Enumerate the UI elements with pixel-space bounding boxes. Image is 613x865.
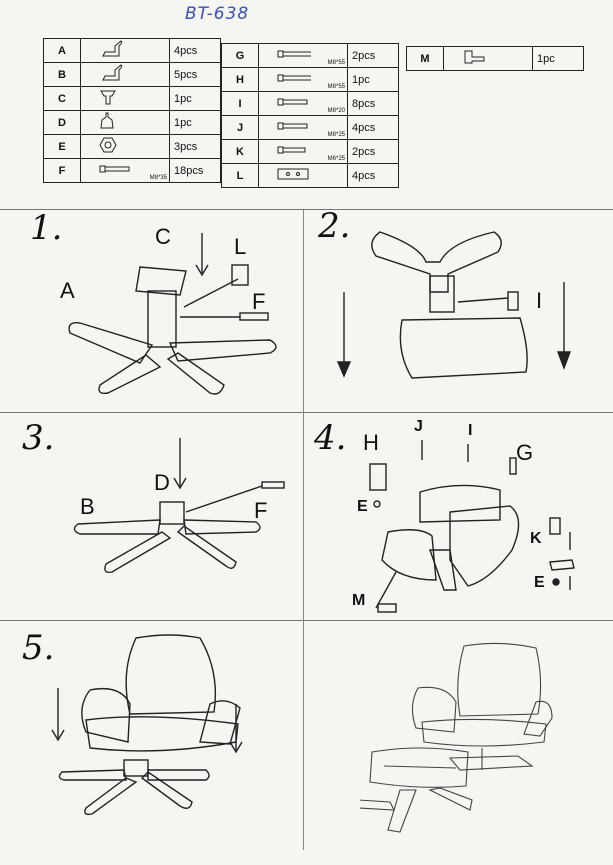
- part-spec: M8*55: [327, 84, 345, 90]
- divider-vertical: [303, 210, 304, 850]
- part-letter: B: [43, 62, 81, 87]
- part-d-icon: [80, 110, 170, 135]
- part-c-icon: [80, 86, 170, 111]
- step-1-label-a: A: [60, 278, 75, 303]
- step-3-illustration: [73, 438, 285, 574]
- step-2-number: 2.: [318, 206, 351, 246]
- part-quantity: 1pc: [347, 67, 399, 92]
- step-3-number: 3.: [22, 418, 55, 458]
- part-row: B 5pcs: [43, 62, 221, 87]
- step-4-label-m: M: [352, 592, 366, 609]
- part-letter: I: [221, 91, 259, 116]
- part-spec: M8*20: [327, 108, 345, 114]
- step-2-illustration: [336, 231, 572, 379]
- step-1-label-l: L: [234, 234, 247, 259]
- step-3-label-b: B: [80, 494, 95, 519]
- part-letter: F: [43, 158, 81, 183]
- part-g-icon: M8*55: [258, 43, 348, 68]
- part-l-icon: [258, 163, 348, 188]
- part-a-icon: [80, 38, 170, 63]
- part-letter: M: [406, 46, 444, 71]
- part-i-icon: M8*20: [258, 91, 348, 116]
- part-quantity: 8pcs: [347, 91, 399, 116]
- step-4-label-h: H: [363, 430, 379, 455]
- step-4-label-j: J: [414, 418, 423, 435]
- parts-table-right: M 1pc: [406, 46, 584, 71]
- part-letter: H: [221, 67, 259, 92]
- step-1-illustration: [68, 233, 277, 395]
- part-b-icon: [80, 62, 170, 87]
- part-quantity: 1pc: [532, 46, 584, 71]
- finished-chair-illustration: [360, 642, 553, 833]
- step-4-label-e-left: E: [357, 498, 368, 515]
- part-quantity: 1pc: [169, 110, 221, 135]
- step-4-label-g: G: [516, 440, 534, 465]
- part-quantity: 2pcs: [347, 43, 399, 68]
- part-quantity: 1pc: [169, 86, 221, 111]
- step-2-label-i: I: [536, 288, 543, 313]
- part-letter: A: [43, 38, 81, 63]
- part-j-icon: M8*25: [258, 115, 348, 140]
- part-m-icon: [443, 46, 533, 71]
- step-5-number: 5.: [22, 628, 55, 668]
- part-spec: M6*25: [327, 156, 345, 162]
- divider-top: [0, 209, 613, 210]
- step-4-label-k: K: [530, 530, 542, 547]
- part-quantity: 2pcs: [347, 139, 399, 164]
- step-4-illustration: [369, 440, 575, 613]
- part-quantity: 3pcs: [169, 134, 221, 159]
- step-4-label-e-right: E: [534, 574, 545, 591]
- part-letter: K: [221, 139, 259, 164]
- part-row: M 1pc: [406, 46, 584, 71]
- part-letter: E: [43, 134, 81, 159]
- step-3-label-d: D: [154, 470, 170, 495]
- part-row: A 4pcs: [43, 38, 221, 63]
- part-quantity: 5pcs: [169, 62, 221, 87]
- part-letter: L: [221, 163, 259, 188]
- part-quantity: 4pcs: [347, 163, 399, 188]
- step-5-illustration: [51, 634, 243, 816]
- part-quantity: 4pcs: [169, 38, 221, 63]
- part-spec: M8*35: [149, 175, 167, 181]
- part-row: C 1pc: [43, 86, 221, 111]
- part-letter: J: [221, 115, 259, 140]
- step-4-number: 4.: [314, 418, 347, 458]
- part-letter: D: [43, 110, 81, 135]
- part-spec: M8*55: [327, 60, 345, 66]
- step-4-label-i: I: [468, 422, 473, 439]
- part-letter: G: [221, 43, 259, 68]
- part-row: E 3pcs: [43, 134, 221, 159]
- divider-bottom: [0, 620, 613, 621]
- part-spec: M8*25: [327, 132, 345, 138]
- part-h-icon: M8*55: [258, 67, 348, 92]
- model-number: BT-638: [185, 4, 250, 24]
- part-row: L 4pcs: [221, 163, 399, 188]
- part-letter: C: [43, 86, 81, 111]
- step-3-label-f: F: [254, 498, 268, 523]
- step-1-label-f: F: [252, 289, 266, 314]
- part-row: D 1pc: [43, 110, 221, 135]
- part-e-icon: [80, 134, 170, 159]
- step-1-number: 1.: [30, 208, 63, 248]
- part-f-icon: M8*35: [80, 158, 170, 183]
- divider-middle: [0, 412, 613, 413]
- step-1-label-c: C: [155, 224, 171, 249]
- part-quantity: 18pcs: [169, 158, 221, 183]
- part-k-icon: M6*25: [258, 139, 348, 164]
- part-quantity: 4pcs: [347, 115, 399, 140]
